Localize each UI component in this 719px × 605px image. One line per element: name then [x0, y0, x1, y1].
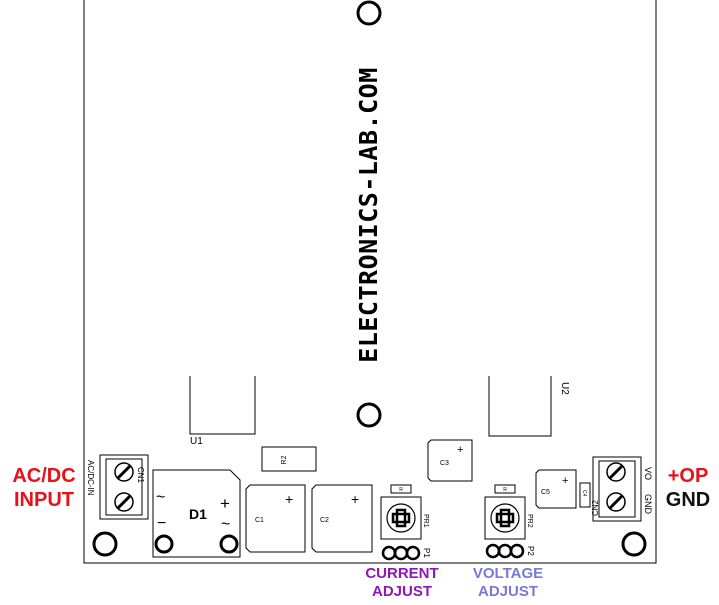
d1-bridge: D1 ~ − + ~	[152, 469, 241, 558]
c3-plus: +	[457, 444, 463, 456]
p1-label: P1	[422, 548, 431, 558]
voltage-adjust-line2: ADJUST	[477, 583, 538, 600]
p2-pin-3	[509, 543, 525, 559]
mounting-hole-right	[621, 531, 647, 557]
cn1-pin-label: AC/DC-IN	[86, 460, 95, 496]
voltage-adjust-line1: VOLTAGE	[472, 565, 544, 582]
cn2-inner	[598, 460, 636, 518]
c2-label: C2	[320, 517, 329, 524]
cn2-terminal: CN2 VO GND	[591, 456, 653, 522]
pr2-dial-cross-h	[495, 512, 515, 524]
output-annotation: +OP GND	[659, 464, 717, 512]
cn1-screw-1-slot	[116, 464, 132, 480]
current-adjust-line1: CURRENT	[365, 565, 439, 582]
p2-pin-2	[497, 543, 513, 559]
cn2-screw-1-slot	[608, 464, 624, 480]
pr2-dial	[490, 503, 520, 533]
watermark-top-circle	[356, 0, 382, 26]
pr2-label: PR2	[526, 514, 533, 528]
pr2-trimmer: R PR2 P2	[484, 484, 535, 559]
r2-label: R2	[281, 455, 288, 464]
p1-pin-2	[393, 545, 409, 561]
watermark-text: ELECTRONICS-LAB.COM	[354, 67, 383, 362]
p2-label: P2	[526, 546, 535, 556]
c3-footprint: C3 +	[427, 439, 473, 482]
d1-label: D1	[189, 506, 207, 522]
cn1-screw-2-slot	[116, 494, 132, 510]
r2-outline	[261, 446, 317, 472]
c3-outline	[427, 439, 473, 482]
d1-plus: +	[220, 494, 230, 513]
cn2-outline	[592, 456, 642, 522]
pr1-dial	[386, 503, 416, 533]
c1-plus: +	[285, 491, 293, 507]
c4-outline	[579, 482, 591, 508]
pr1-dial-cross-h	[391, 512, 411, 524]
u1-label: U1	[190, 436, 203, 447]
c3-label: C3	[440, 460, 449, 467]
pr2-small-resistor-label: R	[503, 487, 507, 493]
cn2-gnd-label: GND	[643, 494, 653, 515]
pr1-dial-cross-v	[395, 508, 407, 528]
c2-outline	[311, 484, 373, 553]
c5-outline	[535, 469, 577, 509]
input-annotation-line2: INPUT	[14, 489, 74, 511]
output-annotation-op: +OP	[667, 465, 709, 487]
input-annotation-line1: AC/DC	[12, 465, 76, 487]
cn1-terminal: CN1 AC/DC-IN	[86, 454, 149, 520]
c5-plus: +	[562, 475, 568, 487]
d1-tilde-left: ~	[156, 489, 165, 506]
pr2-dial-cross-v	[499, 508, 511, 528]
d1-tilde-right: ~	[221, 516, 230, 533]
u2-footprint: U2	[488, 376, 570, 437]
board-outline	[83, 0, 657, 564]
pr1-label: PR1	[422, 514, 429, 528]
pr1-small-resistor	[390, 484, 412, 494]
pr2-small-resistor	[494, 484, 516, 494]
pr2-outline	[484, 496, 526, 540]
c1-label: C1	[255, 517, 264, 524]
u1-footprint: U1	[189, 376, 256, 447]
u2-outline	[488, 376, 552, 437]
mounting-hole-left	[92, 531, 118, 557]
p1-pin-1	[381, 545, 397, 561]
input-annotation: AC/DC INPUT	[8, 464, 80, 512]
pr1-outline	[380, 496, 422, 540]
pr1-small-resistor-label: R	[399, 487, 403, 493]
p1-pin-3	[405, 545, 421, 561]
cn2-label: CN2	[591, 499, 600, 516]
u2-label: U2	[559, 382, 570, 395]
cn1-label: CN1	[136, 467, 145, 484]
cn2-vo-label: VO	[643, 467, 653, 480]
c4-footprint: C4	[579, 482, 591, 508]
cn1-outline	[99, 454, 149, 520]
voltage-adjust-annotation: VOLTAGE ADJUST	[458, 565, 558, 601]
c2-plus: +	[351, 491, 359, 507]
u1-outline	[189, 376, 256, 435]
d1-outline	[152, 469, 241, 558]
c1-footprint: C1 +	[245, 484, 306, 553]
current-adjust-annotation: CURRENT ADJUST	[352, 565, 452, 601]
d1-pin-hole-right	[219, 534, 239, 554]
c1-outline	[245, 484, 306, 553]
p2-pin-1	[485, 543, 501, 559]
c2-footprint: C2 +	[311, 484, 373, 553]
pr1-trimmer: R PR1 P1	[380, 484, 431, 561]
watermark-column: ELECTRONICS-LAB.COM	[354, 0, 383, 428]
d1-pin-hole-left	[154, 534, 174, 554]
cn1-inner	[105, 458, 143, 516]
watermark-bottom-circle	[356, 402, 382, 428]
cn2-screw-2-slot	[608, 494, 624, 510]
d1-minus: −	[157, 515, 166, 532]
c5-footprint: C5 +	[535, 469, 577, 509]
r2-footprint: R2	[261, 446, 317, 472]
c5-label: C5	[541, 489, 550, 496]
c4-label: C4	[581, 490, 587, 497]
output-annotation-gnd: GND	[665, 489, 711, 511]
current-adjust-line2: ADJUST	[371, 583, 432, 600]
